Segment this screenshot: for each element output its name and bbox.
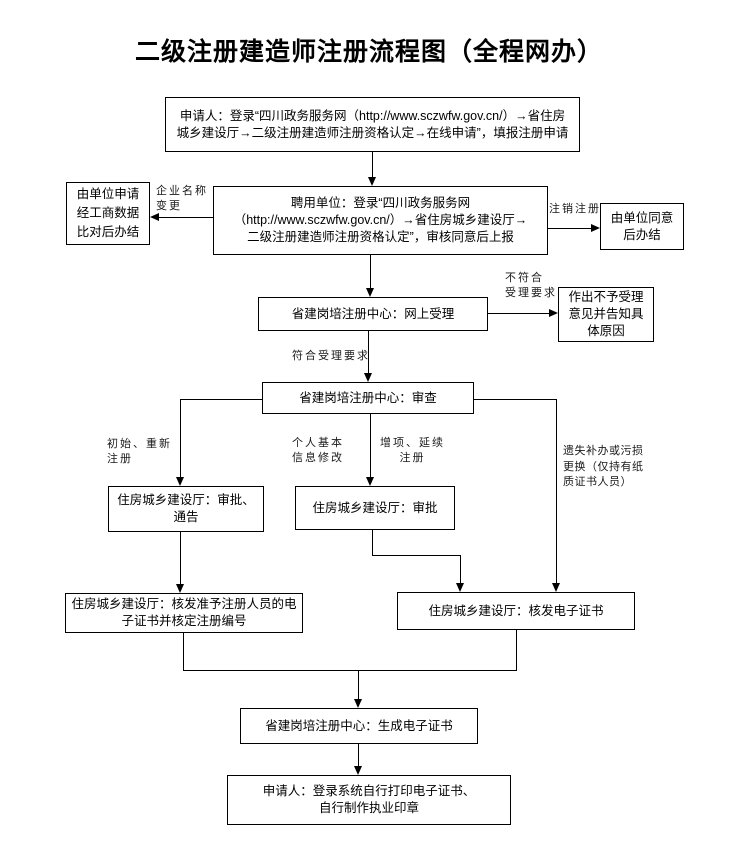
arrow-down-icon [552,583,560,592]
connector-line [157,217,213,218]
edge-label-additional-renewal: 增项、延续 注册 [380,437,445,464]
arrow-down-icon [354,699,362,708]
node-generate-ecert: 省建岗培注册中心：生成电子证书 [240,708,478,744]
edge-label-enterprise-name-change: 企业名称 变更 [156,185,208,212]
node-employer-report: 聘用单位：登录“四川政务服务网 （http://www.sczwfw.gov.c… [213,186,548,255]
connector-line [548,228,592,229]
arrow-down-icon [176,584,184,593]
node-online-acceptance: 省建岗培注册中心：网上受理 [258,297,488,331]
connector-line [180,399,181,478]
connector-line [372,555,461,556]
connector-line [474,399,556,400]
page-title: 二级注册建造师注册流程图（全程网办） [134,39,603,66]
connector-line [180,532,181,585]
edge-label-not-meet-requirements: 不符合 受理要求 [505,272,557,299]
connector-line [368,331,369,374]
connector-line [183,633,184,670]
arrow-down-icon [368,177,376,186]
arrow-down-icon [366,288,374,297]
connector-line [358,744,359,767]
node-applicant-print: 申请人：登录系统自行打印电子证书、 自行制作执业印章 [227,775,511,825]
node-applicant-apply: 申请人：登录“四川政务服务网（http://www.sczwfw.gov.cn/… [165,97,580,152]
connector-line [372,530,373,555]
node-unit-apply-close: 由单位申请 经工商数据 比对后办结 [66,182,150,245]
node-approve: 住房城乡建设厅：审批 [295,486,455,530]
node-review: 省建岗培注册中心：审查 [262,382,474,414]
node-reject-notice: 作出不予受理 意见并告知具 体原因 [558,287,654,342]
connector-line [516,630,517,670]
connector-line [556,399,557,584]
connector-line [372,152,373,178]
connector-line [183,670,517,671]
arrow-down-icon [366,477,374,486]
edge-label-personal-info-change: 个人基本 信息修改 [292,437,344,464]
node-issue-ecert: 住房城乡建设厅：核发电子证书 [397,592,635,630]
connector-line [460,555,461,584]
arrow-down-icon [364,373,372,382]
arrow-down-icon [456,583,464,592]
connector-line [180,399,262,400]
edge-label-initial-reregistration: 初始、重新 注册 [107,438,172,465]
arrow-right-icon [591,224,600,232]
node-issue-cert-and-number: 住房城乡建设厅：核发准予注册人员的电 子证书并核定注册编号 [65,593,303,633]
connector-line [370,255,371,289]
arrow-down-icon [176,477,184,486]
arrow-left-icon [150,213,159,221]
arrow-right-icon [549,309,558,317]
connector-line [358,670,359,700]
node-approve-announce: 住房城乡建设厅：审批、 通告 [108,486,264,532]
edge-label-meet-requirements: 符合受理要求 [292,350,370,362]
connector-line [488,313,550,314]
edge-label-deregistration: 注销注册 [549,203,601,215]
node-unit-agree-close: 由单位同意 后办结 [600,203,684,250]
edge-label-lost-replacement: 遗失补办或污损 更换（仅持有纸 质证书人员） [563,445,644,488]
arrow-down-icon [354,766,362,775]
connector-line [370,414,371,478]
